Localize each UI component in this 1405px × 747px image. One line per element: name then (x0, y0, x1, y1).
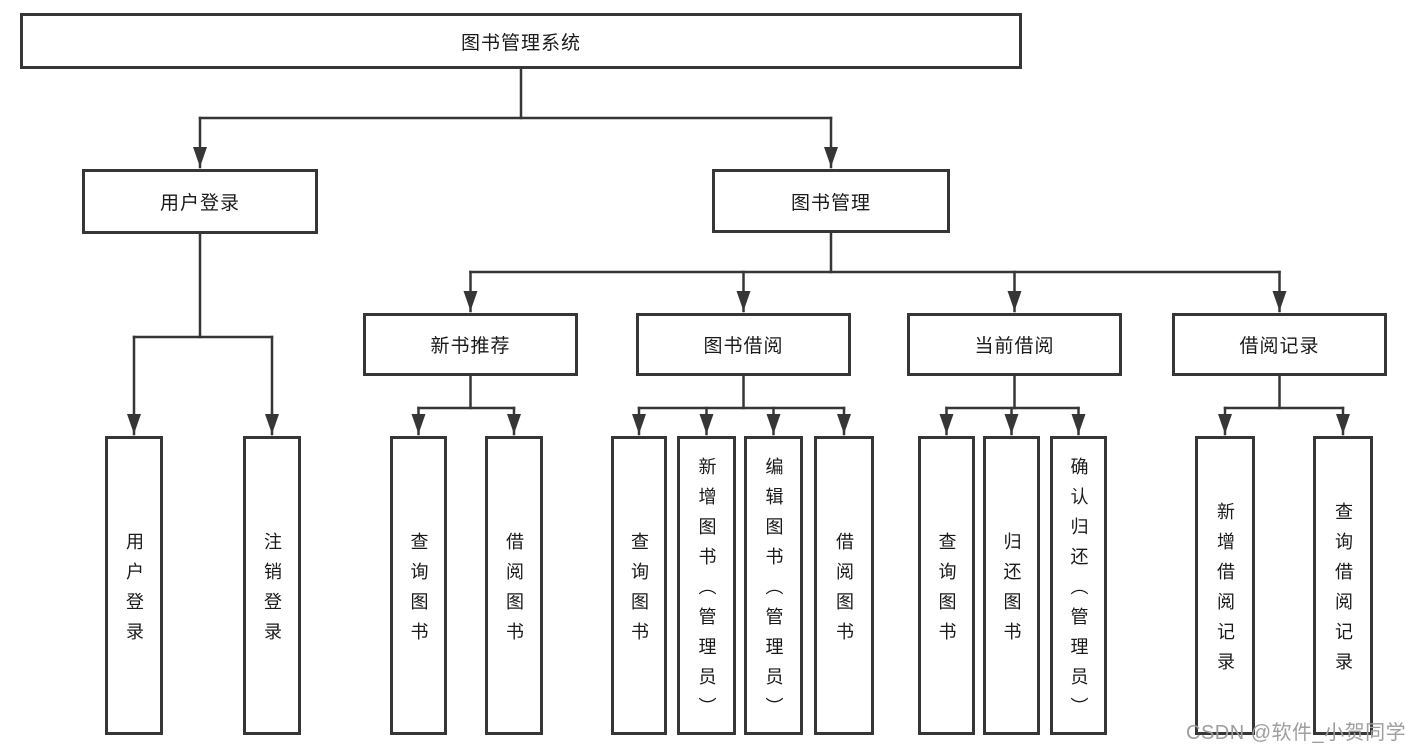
leaf-query-books-borrowing: 查询图书 (611, 436, 667, 735)
leaf-label: 新增图书（管理员） (696, 456, 717, 727)
csdn-watermark: CSDN @软件_小贺同学 (1186, 722, 1405, 744)
leaf-user-login: 用户登录 (105, 436, 163, 735)
leaf-confirm-return-admin: 确认归还（管理员） (1050, 436, 1107, 735)
leaf-label: 查询图书 (629, 531, 649, 652)
node-current-borrowing: 当前借阅 (907, 313, 1122, 376)
node-label: 当前借阅 (974, 336, 1055, 357)
leaf-borrow-books-borrowing: 借阅图书 (814, 436, 874, 735)
leaf-label: 用户登录 (124, 531, 144, 652)
leaf-borrow-books-recommendation: 借阅图书 (485, 436, 543, 735)
leaf-query-borrowing-record: 查询借阅记录 (1313, 436, 1373, 735)
node-label: 图书管理系统 (460, 32, 581, 54)
leaf-label: 借阅图书 (504, 531, 524, 652)
node-user-login: 用户登录 (82, 169, 318, 234)
node-label: 图书管理 (790, 192, 871, 214)
node-new-book-recommendation: 新书推荐 (363, 313, 578, 376)
leaf-label: 查询借阅记录 (1333, 501, 1353, 682)
node-label: 新书推荐 (430, 336, 511, 357)
leaf-logout: 注销登录 (243, 436, 301, 735)
leaf-add-borrowing-record: 新增借阅记录 (1195, 436, 1255, 735)
leaf-query-books-recommendation: 查询图书 (390, 436, 447, 735)
node-label: 用户登录 (159, 193, 240, 214)
node-book-borrowing: 图书借阅 (636, 313, 851, 376)
node-library-management-system: 图书管理系统 (20, 13, 1022, 69)
leaf-label: 借阅图书 (834, 531, 854, 652)
leaf-label: 新增借阅记录 (1215, 501, 1235, 682)
leaf-label: 查询图书 (936, 531, 957, 652)
leaf-edit-books-admin: 编辑图书（管理员） (744, 436, 803, 735)
leaf-label: 注销登录 (262, 531, 282, 652)
node-label: 图书借阅 (703, 336, 784, 357)
leaf-add-books-admin: 新增图书（管理员） (677, 436, 736, 735)
leaf-label: 查询图书 (408, 531, 429, 652)
node-book-management: 图书管理 (712, 169, 950, 233)
node-label: 借阅记录 (1239, 336, 1320, 357)
leaf-label: 确认归还（管理员） (1068, 456, 1089, 727)
leaf-query-books-current: 查询图书 (918, 436, 975, 735)
leaf-label: 归还图书 (1001, 531, 1022, 652)
leaf-label: 编辑图书（管理员） (763, 456, 784, 727)
leaf-return-books: 归还图书 (983, 436, 1040, 735)
node-borrowing-records: 借阅记录 (1172, 313, 1387, 376)
